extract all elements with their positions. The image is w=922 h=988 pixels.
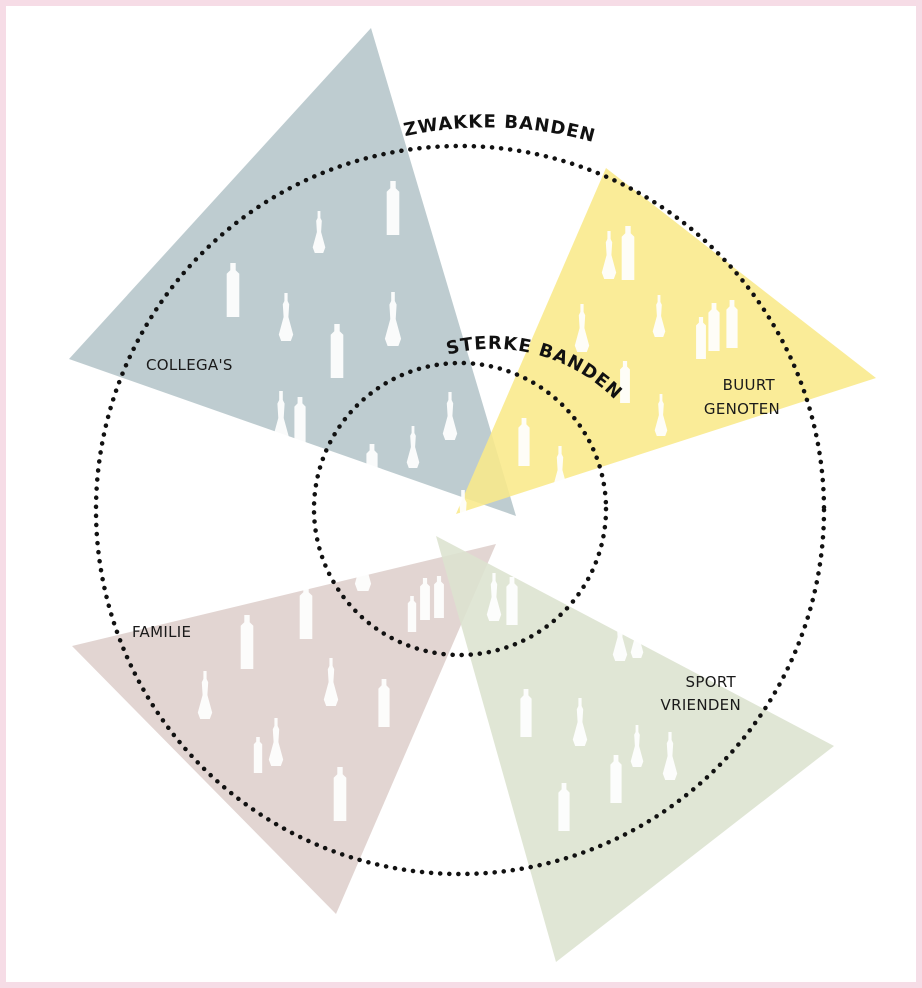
label-sportvrienden: SPORT VRIENDEN [661,673,741,714]
label-familie: FAMILIE [132,623,191,641]
person-silhouette-icon [546,544,558,592]
label-buurtgenoten: BUURT GENOTEN [704,376,780,418]
person-silhouette-icon [630,616,644,658]
inner-ring-strong-ties [311,360,609,658]
diagram-canvas: ZWAKKE BANDEN STERKE BANDEN COLLEGA'S BU… [6,6,916,982]
outer-ring-weak-ties [93,143,827,877]
wedge-collegas [69,28,516,516]
wedge-buurtgenoten [456,168,876,514]
person-silhouette-icon [354,537,372,591]
label-collegas: COLLEGA'S [146,356,233,374]
outer-ring-label: ZWAKKE BANDEN [402,111,598,147]
social-ties-diagram: ZWAKKE BANDEN STERKE BANDEN COLLEGA'S BU… [69,28,876,962]
wedge-familie [72,544,496,914]
